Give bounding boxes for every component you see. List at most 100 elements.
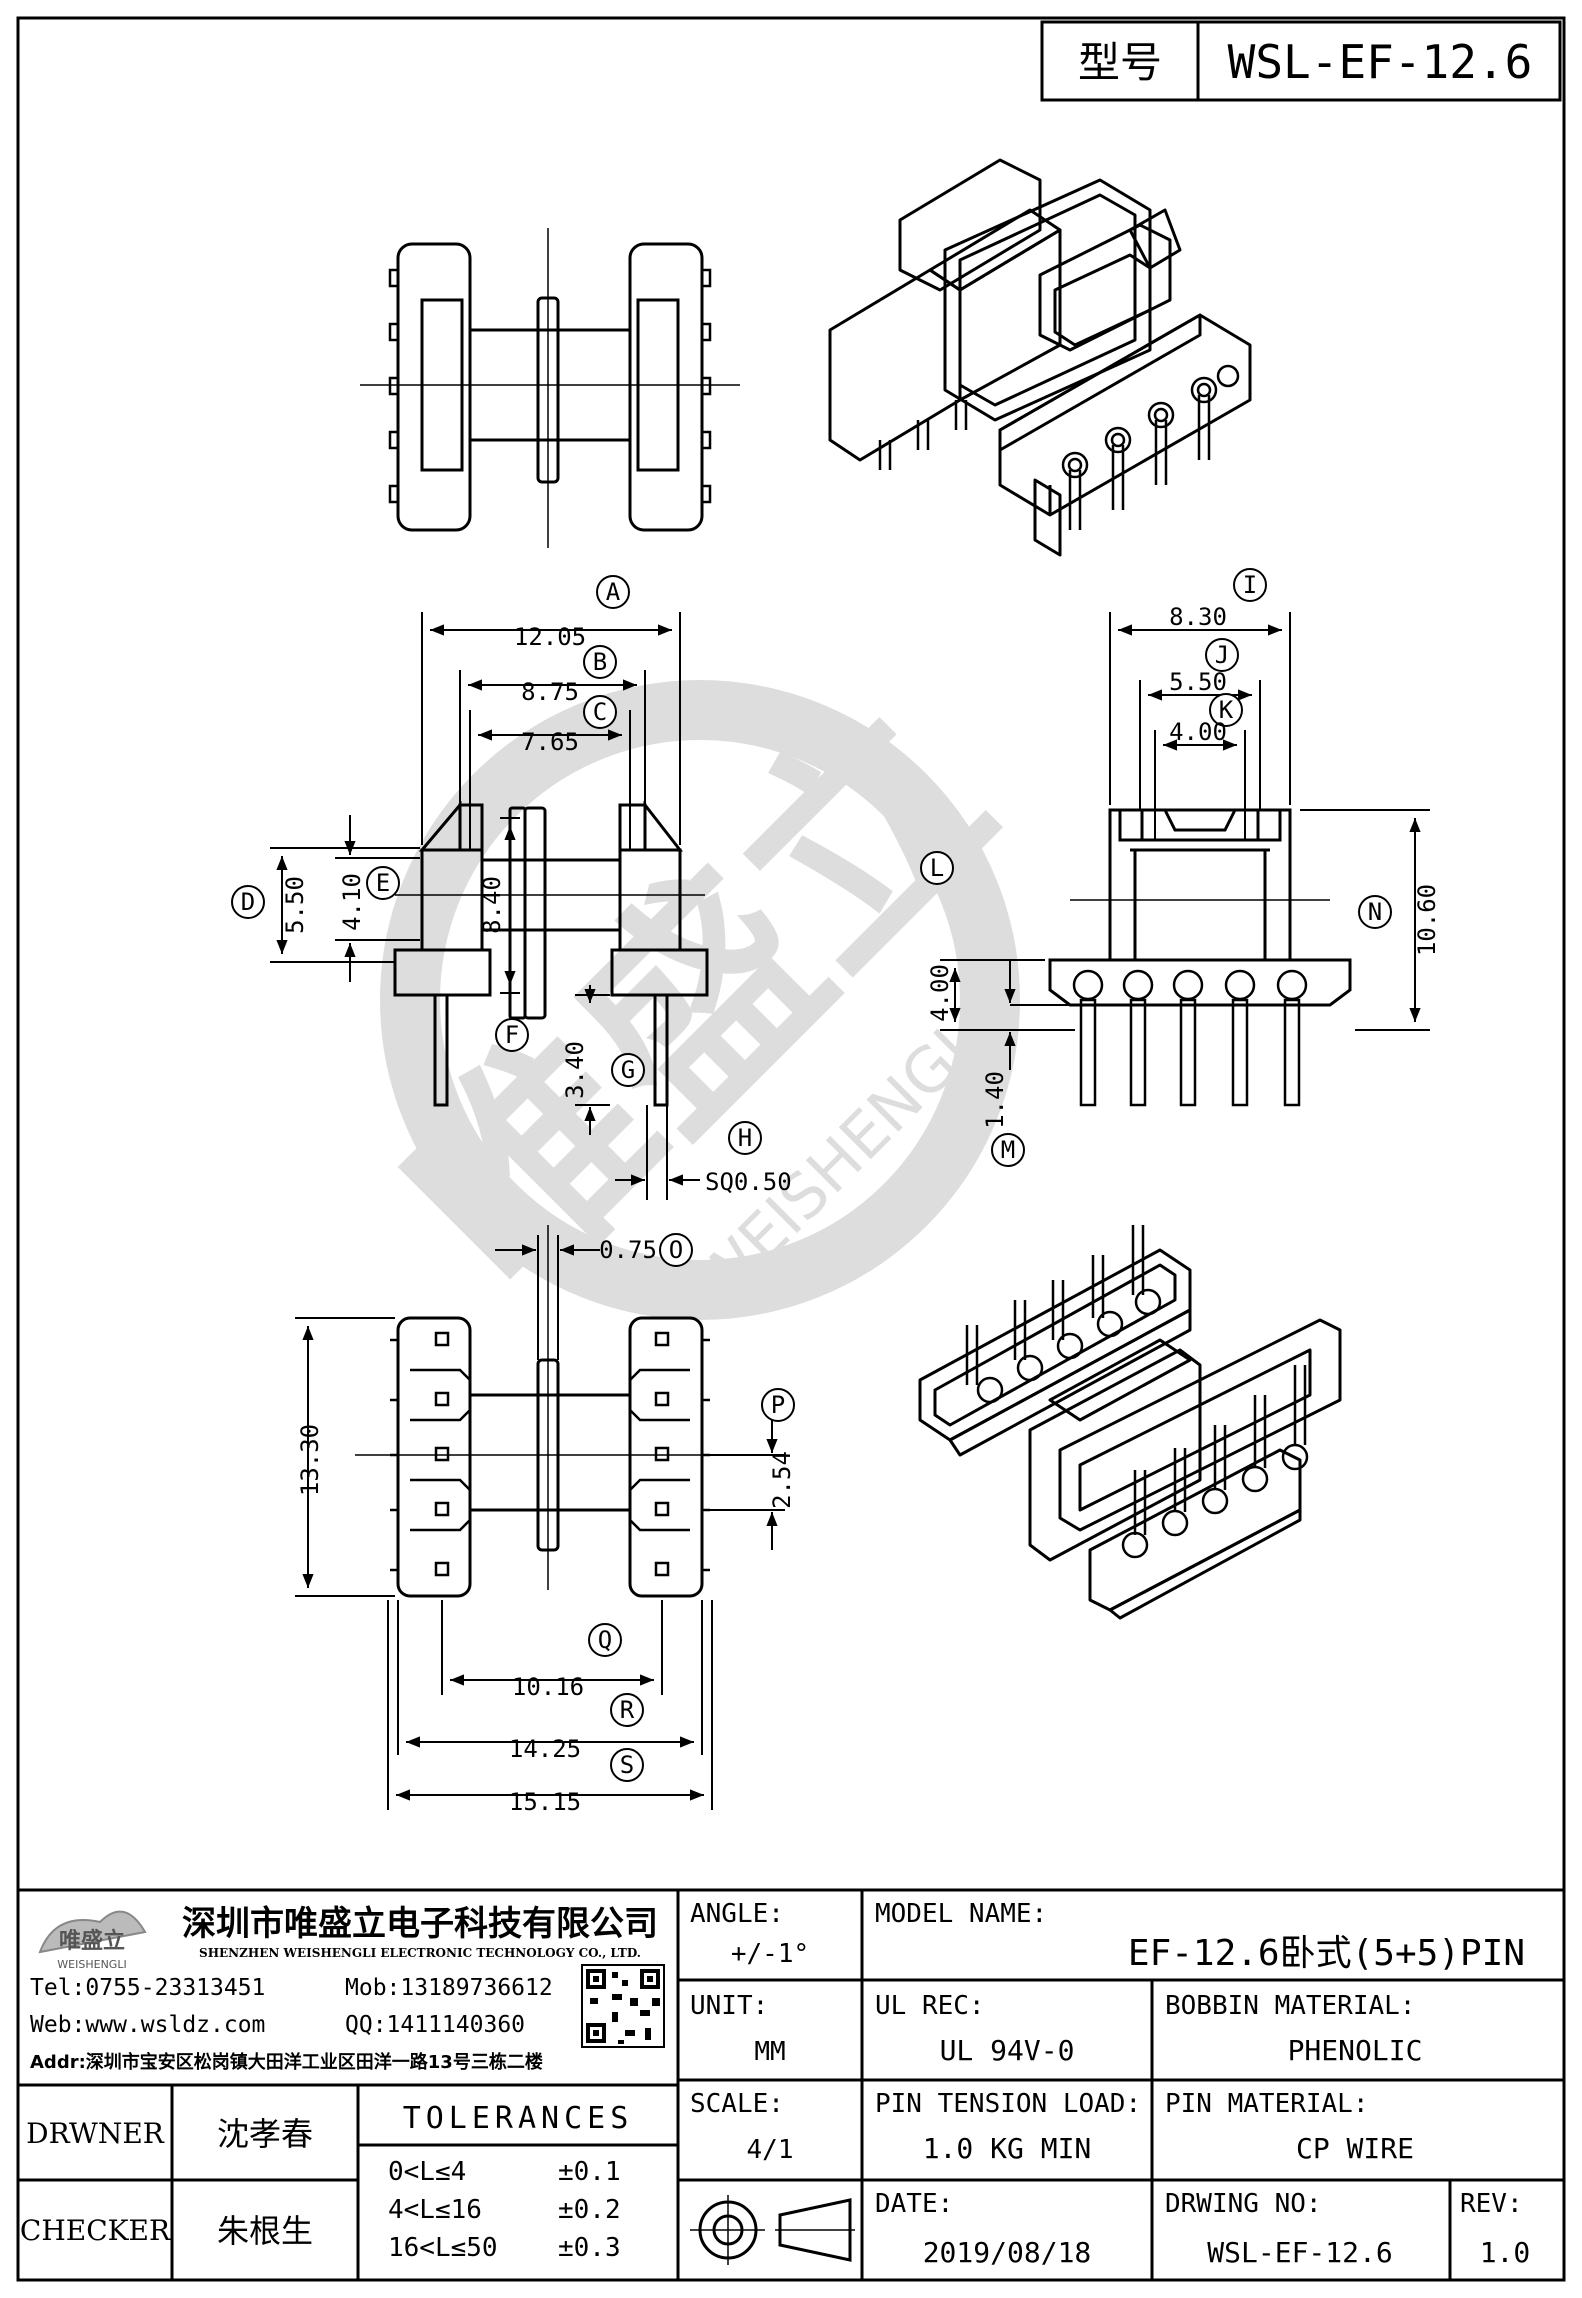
dim-A-value: 12.05 — [514, 623, 586, 651]
tag-L-circle — [920, 851, 954, 885]
scale-value: 4/1 — [747, 2135, 794, 2165]
tag-B: B — [593, 648, 607, 676]
unit-label: UNIT: — [690, 1991, 768, 2021]
tag-Q: Q — [598, 1626, 612, 1654]
tag-O-circle — [659, 1233, 693, 1267]
dim-G-value: 3.40 — [561, 1041, 589, 1099]
dim-E-value: 4.10 — [338, 873, 366, 931]
tag-M-circle — [991, 1133, 1025, 1167]
dim-M-value: 1.40 — [981, 1071, 1009, 1129]
model-name-value: EF-12.6卧式(5+5)PIN — [1128, 1933, 1525, 1974]
dim-F-value: 8.40 — [478, 876, 506, 934]
dim-K-value: 4.00 — [1169, 718, 1227, 746]
dim-J-value: 5.50 — [1169, 668, 1227, 696]
title-block — [18, 1888, 1564, 2280]
outer-frame — [16, 16, 1566, 2282]
tag-B-circle — [583, 645, 617, 679]
dim-I-value: 8.30 — [1169, 603, 1227, 631]
side-view — [1048, 808, 1352, 1107]
tag-M: M — [1001, 1136, 1015, 1164]
model-label: 型号 — [1078, 38, 1162, 87]
tag-N: N — [1368, 898, 1382, 926]
dim-N-value: 10.60 — [1413, 884, 1441, 956]
unit-value: MM — [754, 2037, 785, 2067]
drawer-label: DRWNER — [26, 2117, 165, 2150]
dim-H-value: SQ0.50 — [705, 1168, 792, 1196]
tag-H: H — [738, 1124, 752, 1152]
tag-D: D — [241, 888, 255, 916]
drawing-no-label: DRWING NO: — [1165, 2189, 1322, 2219]
ul-label: UL REC: — [875, 1991, 985, 2021]
tag-F-circle — [495, 1018, 529, 1052]
model-header: 型号 WSL-EF-12.6 — [1040, 20, 1562, 102]
tolerances-label: TOLERANCES — [403, 2101, 634, 2136]
tag-O: O — [669, 1236, 683, 1264]
top-view — [360, 228, 740, 548]
company-web: Web:www.wsldz.com — [30, 2012, 265, 2038]
drawer-value: 沈孝春 — [217, 2115, 313, 2153]
tag-S: S — [620, 1751, 634, 1779]
logo-text: 唯盛立 — [59, 1928, 125, 1954]
tol-value-1: ±0.1 — [558, 2157, 621, 2187]
company-mob: Mob:13189736612 — [345, 1975, 553, 2001]
tag-R-circle — [610, 1693, 644, 1727]
tag-P: P — [771, 1391, 785, 1419]
dim-O-value: 0.75 — [599, 1236, 657, 1264]
dim-R-value: 14.25 — [509, 1735, 581, 1763]
tag-L: L — [930, 854, 944, 882]
dim-L-value: 4.00 — [926, 964, 954, 1022]
tag-E: E — [376, 869, 390, 897]
company-qq: QQ:1411140360 — [345, 2012, 525, 2038]
company-name-en: SHENZHEN WEISHENGLI ELECTRONIC TECHNOLOG… — [199, 1946, 641, 1960]
front-view-dim-labels: A 12.05 B 8.75 C 7.65 D 5.50 E 4.10 F 8.… — [231, 575, 792, 1196]
tag-A-circle — [596, 575, 630, 609]
dim-B-value: 8.75 — [521, 678, 579, 706]
model-value: WSL-EF-12.6 — [1228, 35, 1533, 89]
checker-value: 朱根生 — [217, 2212, 313, 2250]
tol-value-2: ±0.2 — [558, 2195, 621, 2225]
tag-I-circle — [1233, 568, 1267, 602]
pin-material-value: CP WIRE — [1296, 2132, 1414, 2165]
company-info: 唯盛立 WEISHENGLI 深圳市唯盛立电子科技有限公司 SHENZHEN W… — [30, 1904, 665, 2073]
tag-A: A — [606, 578, 621, 606]
rev-value: 1.0 — [1480, 2236, 1531, 2269]
checker-label: CHECKER — [20, 2214, 171, 2247]
bottom-view-dimensions — [295, 1235, 785, 1810]
tag-G: G — [621, 1056, 635, 1084]
pin-tension-label: PIN TENSION LOAD: — [875, 2089, 1141, 2119]
bobbin-material-value: PHENOLIC — [1288, 2034, 1423, 2067]
model-name-label: MODEL NAME: — [875, 1899, 1047, 1929]
tag-J: J — [1215, 641, 1229, 669]
tol-range-3: 16<L≤50 — [388, 2233, 498, 2263]
pin-material-label: PIN MATERIAL: — [1165, 2089, 1369, 2119]
tag-J-circle — [1205, 638, 1239, 672]
company-logo: 唯盛立 WEISHENGLI — [38, 1910, 147, 1971]
front-view-dimensions — [270, 612, 700, 1200]
tol-value-3: ±0.3 — [558, 2233, 621, 2263]
tag-R: R — [620, 1696, 635, 1724]
logo-sub: WEISHENGLI — [57, 1958, 126, 1971]
side-view-dimensions — [940, 612, 1430, 1070]
angle-value: +/-1° — [731, 1939, 809, 1969]
dim-D-value: 5.50 — [281, 876, 309, 934]
rev-label: REV: — [1460, 2189, 1523, 2219]
isometric-view-top — [828, 158, 1252, 557]
dim-Q-value: 10.16 — [512, 1673, 584, 1701]
scale-label: SCALE: — [690, 2089, 784, 2119]
tag-D-circle — [231, 885, 265, 919]
tolerance-table: 0<L≤4 ±0.1 4<L≤16 ±0.2 16<L≤50 ±0.3 — [388, 2157, 621, 2263]
tag-Q-circle — [588, 1623, 622, 1657]
tag-C: C — [593, 698, 607, 726]
bobbin-material-label: BOBBIN MATERIAL: — [1165, 1991, 1415, 2021]
angle-label: ANGLE: — [690, 1899, 784, 1929]
company-address: Addr:深圳市宝安区松岗镇大田洋工业区田洋一路13号三栋二楼 — [30, 2051, 543, 2073]
tag-P-circle — [761, 1388, 795, 1422]
tag-G-circle — [611, 1053, 645, 1087]
isometric-view-bottom — [918, 1225, 1342, 1620]
qr-code-icon — [581, 1964, 665, 2048]
title-fields: ANGLE: +/-1° MODEL NAME: EF-12.6卧式(5+5)P… — [690, 1899, 1530, 2269]
tag-I: I — [1243, 571, 1257, 599]
bottom-view-dim-labels: 0.75 O P 2.54 13.30 Q 10.16 R 14.25 S 15… — [296, 1233, 796, 1816]
dim-S-value: 15.15 — [509, 1788, 581, 1816]
